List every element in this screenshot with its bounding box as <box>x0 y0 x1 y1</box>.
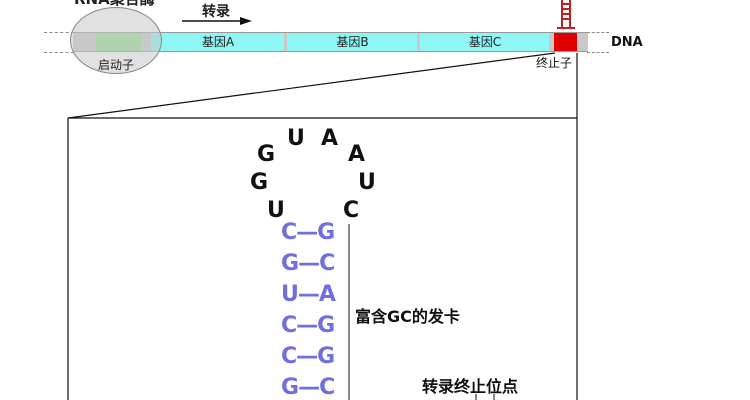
loop-base: G <box>250 170 269 195</box>
loop-base: C <box>343 198 360 223</box>
dna-spacer <box>284 32 288 52</box>
gene-a-label: 基因A <box>201 35 235 49</box>
base-pair-bond: — <box>297 282 320 307</box>
dna-spacer <box>549 32 555 52</box>
loop-base: G <box>257 142 276 167</box>
dna-dash-left-bottom <box>44 52 74 53</box>
dna-dash-right-top <box>587 32 609 33</box>
base-pair-bond: — <box>296 220 319 245</box>
gene-c: 基因C <box>420 32 550 52</box>
stem-pair: C—G <box>281 220 335 245</box>
loop-base: U <box>267 198 285 223</box>
stem-pair: C—G <box>281 313 335 338</box>
stem-base-left: C <box>281 313 298 338</box>
gene-c-label: 基因C <box>468 35 502 49</box>
loop-base: A <box>348 142 366 167</box>
rna-polymerase-label-cut: RNA聚合酶 <box>74 0 155 9</box>
terminator-region <box>554 32 578 52</box>
stem-base-left: C <box>281 344 298 369</box>
loop-base: U <box>287 126 305 151</box>
gene-b-label: 基因B <box>336 35 369 49</box>
stem-base-right: C <box>319 375 336 400</box>
base-pair-bond: — <box>298 251 321 276</box>
base-pair-bond: — <box>296 313 319 338</box>
stem-base-left: U <box>281 282 299 307</box>
stem-base-right: G <box>317 344 336 369</box>
loop-base: A <box>321 126 339 151</box>
loop-base: U <box>358 170 376 195</box>
zoom-line-left <box>67 52 556 119</box>
stem-base-right: G <box>317 313 336 338</box>
stem-base-left: G <box>281 375 300 400</box>
stem-pair: C—G <box>281 344 335 369</box>
termination-site-label: 转录终止位点 <box>422 377 519 396</box>
gc-hairpin-label: 富含GC的发卡 <box>355 307 460 326</box>
stem-base-left: C <box>281 220 298 245</box>
stem-base-right: G <box>317 220 336 245</box>
stem-pair: G—C <box>281 251 335 276</box>
dna-dash-right-bottom <box>587 52 609 53</box>
stem-base-right: A <box>318 282 336 307</box>
stem-base-right: C <box>319 251 336 276</box>
dna-spacer <box>417 32 421 52</box>
stem-base-left: G <box>281 251 300 276</box>
gene-a: 基因A <box>151 32 285 52</box>
rna-polymerase-ellipse <box>70 7 162 74</box>
terminator-label: 终止子 <box>536 56 573 70</box>
hairpin-ladder-icon <box>557 0 575 29</box>
promoter-label: 启动子 <box>98 58 135 72</box>
dna-label: DNA <box>611 35 643 50</box>
stem-pair: U—A <box>281 282 336 307</box>
dna-dash-left-top <box>44 32 74 33</box>
right-arrow-icon <box>182 17 252 25</box>
stem-pair: G—C <box>281 375 335 400</box>
base-pair-bond: — <box>296 344 319 369</box>
base-pair-bond: — <box>298 375 321 400</box>
gene-b: 基因B <box>287 32 418 52</box>
transcription-label: 转录 <box>202 4 230 20</box>
dna-spacer <box>577 32 588 52</box>
